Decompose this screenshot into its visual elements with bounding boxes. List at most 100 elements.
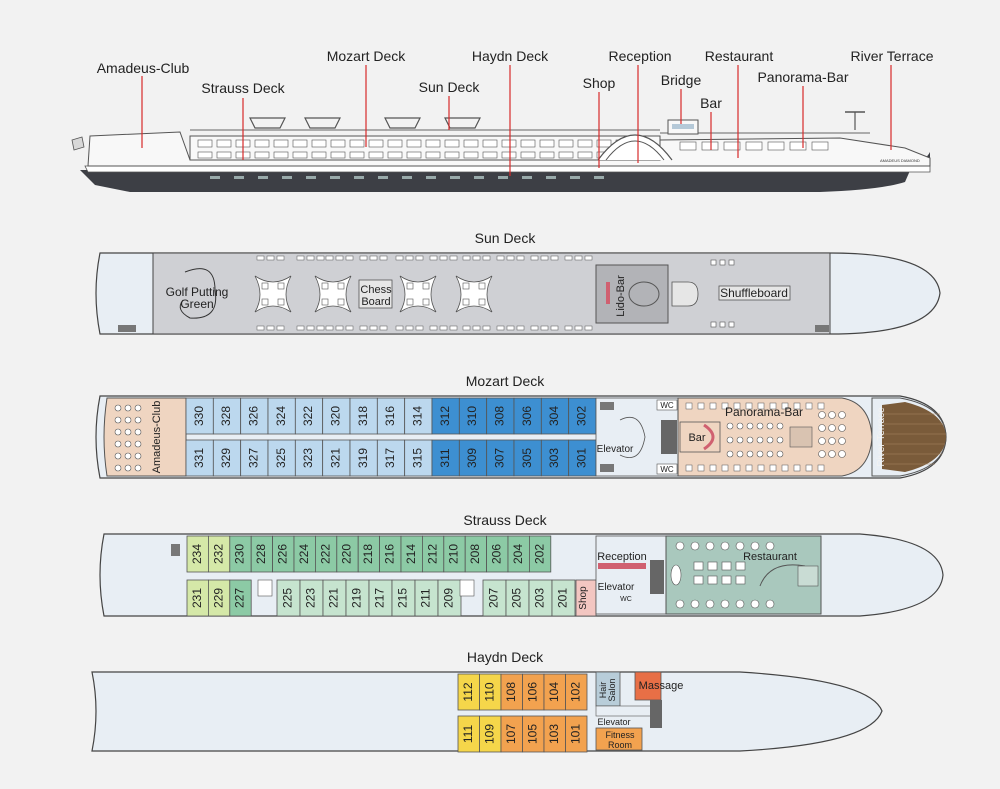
bar-seat xyxy=(818,411,826,419)
bar-chair xyxy=(781,464,789,472)
mozart-cabin-309 xyxy=(458,439,488,477)
restaurant-table xyxy=(675,541,685,551)
club-seat xyxy=(114,440,122,448)
table-set xyxy=(399,275,437,313)
bar-chair xyxy=(817,402,825,410)
cabin-number: 315 xyxy=(411,448,425,468)
sun-deck-stair-icon xyxy=(118,325,136,332)
window xyxy=(273,151,289,159)
panorama-bar-seating xyxy=(685,402,846,472)
mozart-cabin-302 xyxy=(568,397,597,435)
porthole xyxy=(426,176,436,179)
strauss-cabin-201 xyxy=(551,579,576,617)
cabin-number: 206 xyxy=(489,544,503,564)
strauss-elevator-label: Elevator xyxy=(598,582,635,593)
golf-label-1: Golf Putting xyxy=(166,285,229,299)
window xyxy=(501,151,517,159)
label-amadeus-club: Amadeus-Club xyxy=(97,60,190,76)
window xyxy=(311,139,327,148)
mozart-cabin-312 xyxy=(431,397,460,435)
cabin-number: 211 xyxy=(419,588,433,607)
window xyxy=(406,139,422,148)
club-seat xyxy=(134,452,142,460)
restaurant-table xyxy=(705,599,715,609)
cabin-number: 205 xyxy=(510,588,524,608)
label-reception: Reception xyxy=(608,48,671,64)
bar-seat xyxy=(766,436,774,444)
club-seat xyxy=(114,464,122,472)
cabin-number: 324 xyxy=(274,406,288,426)
restaurant-area xyxy=(665,535,822,615)
cabin-number: 207 xyxy=(487,588,501,608)
mozart-bar-label: Bar xyxy=(688,432,705,444)
mozart-wc-bottom xyxy=(656,463,678,475)
bar-seat xyxy=(766,422,774,430)
cabin-number: 111 xyxy=(461,725,475,744)
window xyxy=(723,141,741,151)
mozart-cabin-310 xyxy=(458,397,488,435)
cabin-number: 224 xyxy=(297,544,311,564)
porthole xyxy=(450,176,460,179)
lounger xyxy=(429,255,438,261)
cabin-number: 220 xyxy=(340,544,354,564)
window xyxy=(368,139,384,148)
club-seat xyxy=(134,428,142,436)
cabin-number: 320 xyxy=(329,406,343,426)
bar-seat xyxy=(776,436,784,444)
cabin-number: 306 xyxy=(520,406,534,426)
lounger xyxy=(379,255,388,261)
cabin-number: 217 xyxy=(373,588,387,608)
porthole xyxy=(306,176,316,179)
club-seat xyxy=(134,416,142,424)
cabin-number: 103 xyxy=(547,724,561,744)
hair-salon-label-1: Hair xyxy=(598,682,608,699)
cabin-number: 227 xyxy=(233,588,247,608)
bar-seat xyxy=(818,424,826,432)
porthole xyxy=(210,176,220,179)
mozart-cabin-311 xyxy=(431,439,460,477)
lounger xyxy=(540,255,549,261)
lounger xyxy=(540,325,549,331)
strauss-elevator-shaft xyxy=(650,560,664,594)
label-bridge: Bridge xyxy=(661,72,702,88)
bar-seat xyxy=(726,450,734,458)
bar-seat xyxy=(736,422,744,430)
fitness-label-2: Room xyxy=(608,740,632,750)
restaurant-table xyxy=(693,575,704,585)
window xyxy=(273,139,289,148)
bar-seat xyxy=(838,450,846,458)
cabin-number: 108 xyxy=(504,682,518,702)
lounger xyxy=(395,255,404,261)
cabin-number: 228 xyxy=(254,544,268,564)
cabin-number: 104 xyxy=(547,682,561,702)
lounger xyxy=(530,255,539,261)
cabin-number: 325 xyxy=(274,448,288,468)
bar-chair xyxy=(685,464,693,472)
club-seat xyxy=(134,440,142,448)
mozart-cabin-331 xyxy=(185,439,214,477)
label-mozart-deck: Mozart Deck xyxy=(327,48,407,64)
mozart-cabin-308 xyxy=(486,397,515,435)
cabin-number: 318 xyxy=(356,406,370,426)
cabin-number: 322 xyxy=(301,406,315,426)
porthole xyxy=(546,176,556,179)
haydn-deck-hull xyxy=(91,671,883,752)
cabin-number: 319 xyxy=(356,448,370,468)
panorama-bar-label: Panorama-Bar xyxy=(725,405,803,419)
table-set xyxy=(455,275,493,313)
reception-label: Reception xyxy=(597,551,647,563)
lounger xyxy=(306,255,315,261)
bar-seat xyxy=(776,450,784,458)
restaurant-table xyxy=(721,561,732,571)
window xyxy=(292,139,308,148)
amadeus-club-seating xyxy=(114,404,142,472)
window xyxy=(406,151,422,159)
amadeus-club-area xyxy=(103,397,187,477)
lounger xyxy=(296,255,305,261)
cabin-number: 305 xyxy=(520,448,534,468)
porthole xyxy=(282,176,292,179)
window xyxy=(789,141,807,151)
window xyxy=(425,151,441,159)
porthole xyxy=(570,176,580,179)
